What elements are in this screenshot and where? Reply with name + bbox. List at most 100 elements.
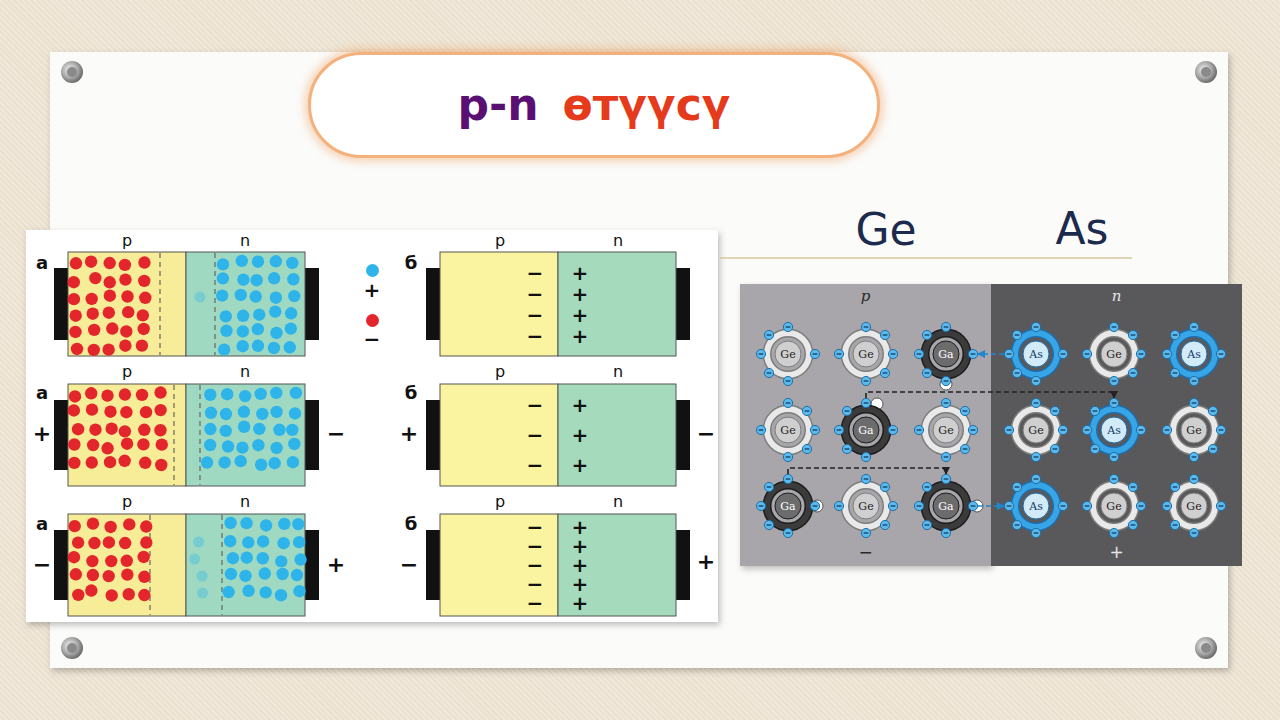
atom: Ga <box>914 474 978 538</box>
electron-sign <box>1192 326 1197 327</box>
electron-sign <box>786 456 791 457</box>
atom: Ge <box>914 398 978 462</box>
electron-sign <box>864 326 869 327</box>
valence-electron <box>783 322 792 331</box>
valence-electron <box>1012 520 1021 529</box>
electron-dot <box>227 552 239 564</box>
electron-sign <box>917 353 922 354</box>
electron-sign <box>786 380 791 381</box>
electron-sign <box>971 429 976 430</box>
electron-sign <box>1131 486 1136 487</box>
valence-electron <box>861 376 870 385</box>
valence-electron <box>756 349 765 358</box>
shell-edge <box>925 485 967 527</box>
electron-sign <box>1034 326 1039 327</box>
electron-sign <box>1007 353 1012 354</box>
heading-rule <box>720 257 1132 259</box>
valence-electron <box>1189 376 1198 385</box>
valence-electron <box>1050 444 1059 453</box>
hole-dot <box>87 517 99 529</box>
panel-label: а <box>36 384 48 402</box>
valence-electron <box>1031 528 1040 537</box>
electron-sign <box>864 402 869 403</box>
hole-dot <box>89 423 101 435</box>
electron-dot <box>293 536 305 548</box>
electron-dot <box>220 310 232 322</box>
valence-electron <box>861 474 870 483</box>
valence-electron <box>1031 376 1040 385</box>
electron-dot <box>259 567 271 579</box>
hole-dot <box>68 276 80 288</box>
electron-sign <box>845 410 850 411</box>
nucleus <box>1023 417 1049 443</box>
electron-dot <box>221 388 233 400</box>
atom-symbol: Ge <box>858 349 873 360</box>
electron-dot <box>253 423 265 435</box>
valence-electron <box>834 425 843 434</box>
electron-sign <box>1131 334 1136 335</box>
valence-electron <box>880 482 889 491</box>
hole-dot <box>154 424 166 436</box>
shell <box>845 333 887 375</box>
valence-electron <box>1128 520 1137 529</box>
electron-sign <box>1112 456 1117 457</box>
hole-dot <box>85 293 97 305</box>
electron-dot <box>201 456 213 468</box>
electron-dot <box>270 292 282 304</box>
valence-electron <box>968 349 977 358</box>
panel-label: n <box>613 494 623 510</box>
shell-edge <box>1093 333 1135 375</box>
hole-dot <box>120 325 132 337</box>
electron-dot <box>256 408 268 420</box>
atom: Ga <box>914 322 978 386</box>
charge-column: + + + + + <box>570 518 590 613</box>
electron-sign <box>759 429 764 430</box>
atom: Ge <box>1004 398 1068 462</box>
valence-electron <box>783 452 792 461</box>
hole-dot <box>68 551 80 563</box>
hole-dot <box>104 456 116 468</box>
valence-electron <box>1031 452 1040 461</box>
title-text: p-n <box>458 83 539 127</box>
electron-sign <box>944 380 949 381</box>
nucleus <box>933 341 959 367</box>
electron-sign <box>944 402 949 403</box>
hole-dot <box>140 536 152 548</box>
atom-symbol: As <box>1029 501 1043 512</box>
valence-electron <box>1109 474 1118 483</box>
doped-region: p−GeGeGaGeGaGeGaGeGa <box>740 284 991 566</box>
electron-dot <box>257 552 269 564</box>
nucleus <box>933 417 959 443</box>
nucleus <box>853 493 879 519</box>
electron-sign <box>1219 353 1224 354</box>
valence-electron <box>783 398 792 407</box>
hole-dot <box>70 257 82 269</box>
hole-dot <box>154 386 166 398</box>
electron-sign <box>1173 486 1178 487</box>
electron-dot <box>216 289 228 301</box>
electron-sign <box>1165 429 1170 430</box>
element-heading: As <box>1055 207 1108 251</box>
valence-electron <box>861 528 870 537</box>
valence-electron <box>960 406 969 415</box>
electron-sign <box>805 410 810 411</box>
hole-dot <box>68 404 80 416</box>
nucleus <box>1181 417 1207 443</box>
electron-dot <box>276 568 288 580</box>
electron-dot <box>224 535 236 547</box>
valence-electron <box>941 452 950 461</box>
electron-sign <box>1034 380 1039 381</box>
electron-sign <box>1034 402 1039 403</box>
atom: As <box>1004 322 1068 386</box>
electron-dot <box>204 389 216 401</box>
atom-symbol: Ge <box>1186 501 1201 512</box>
valence-electron <box>842 444 851 453</box>
hole-dot <box>72 536 84 548</box>
nucleus <box>1181 341 1207 367</box>
hole-dot <box>119 339 131 351</box>
valence-electron <box>922 330 931 339</box>
region-charge: − <box>858 544 872 561</box>
atom: As <box>1082 398 1146 462</box>
atom-symbol: As <box>1029 349 1043 360</box>
valence-electron <box>1128 368 1137 377</box>
